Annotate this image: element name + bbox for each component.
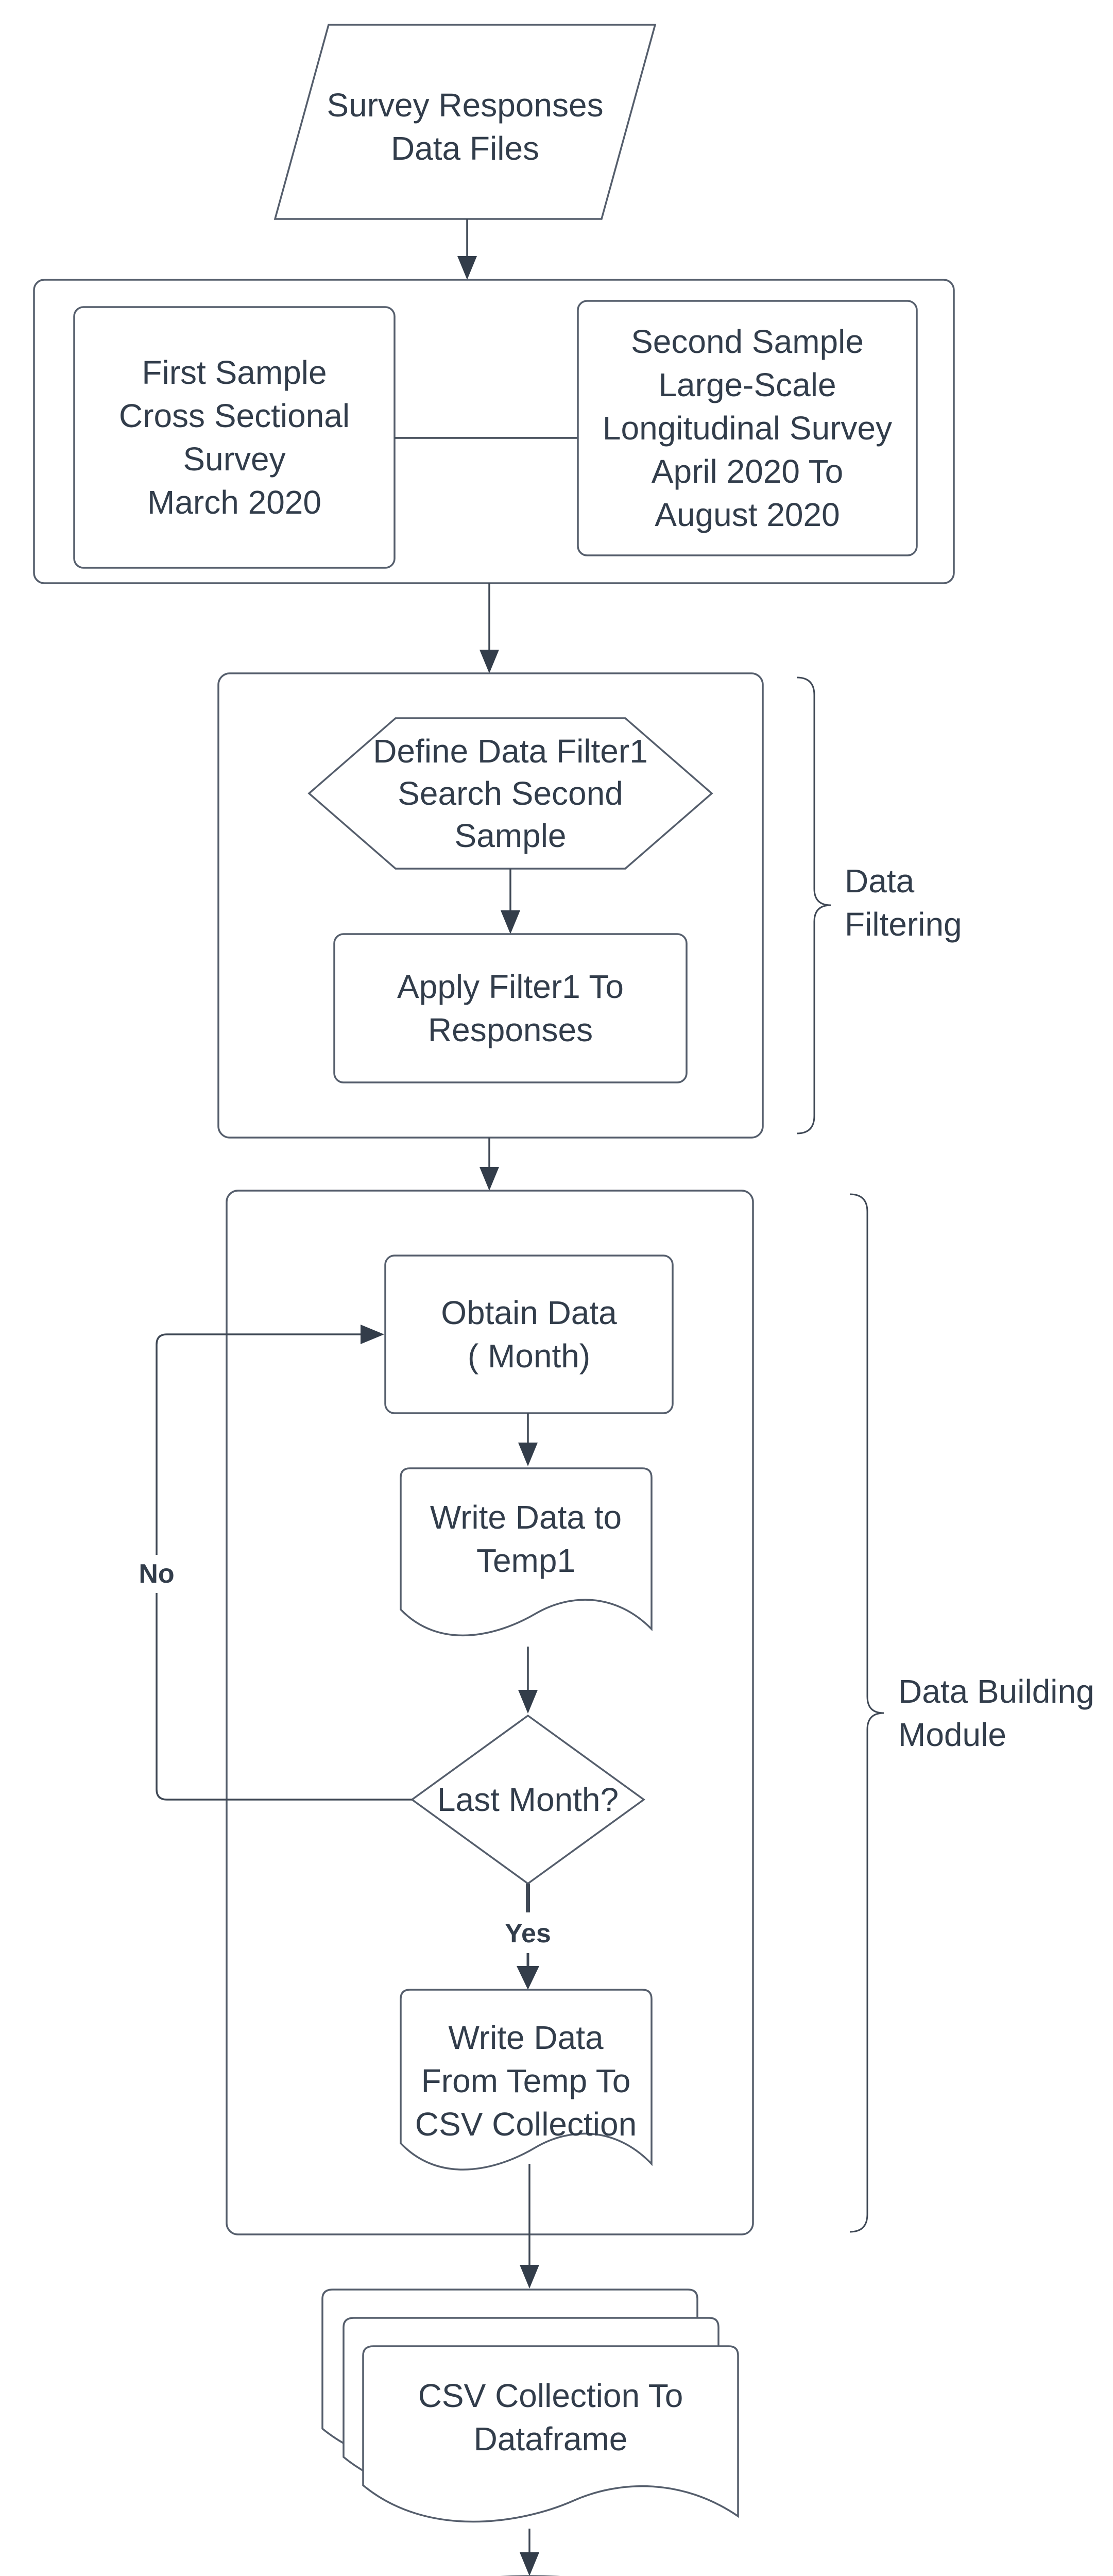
- obtain-data-node: Obtain Data ( Month): [384, 1255, 674, 1414]
- second-sample-node: Second Sample Large-Scale Longitudinal S…: [577, 300, 918, 556]
- data-building-text: Data Building: [898, 1673, 1094, 1710]
- data-building-group-label: Data Building Module: [849, 1193, 1094, 2233]
- yes-branch-connector: Yes: [493, 1884, 562, 1990]
- second-sample-shape: [577, 300, 918, 556]
- data-filtering-container-shape: [217, 672, 764, 1139]
- connector-temp-to-decision: [518, 1647, 538, 1714]
- csv-stack-label: CSV Collection To: [418, 2377, 683, 2414]
- yes-label: Yes: [505, 1919, 551, 1948]
- curly-brace-icon: [796, 676, 831, 1134]
- second-sample-label: April 2020 To: [652, 453, 843, 490]
- arrow-down-icon: [501, 910, 520, 934]
- survey-files-label: Data Files: [391, 130, 539, 167]
- curly-brace-icon: [849, 1193, 884, 2233]
- survey-files-label: Survey Responses: [327, 87, 603, 124]
- data-building-container: Obtain Data ( Month) Write Data to Temp1…: [226, 1190, 754, 2235]
- define-filter-node: Define Data Filter1 Search Second Sample: [307, 717, 713, 870]
- no-label: No: [139, 1559, 174, 1589]
- first-sample-node: First Sample Cross Sectional Survey Marc…: [73, 306, 396, 569]
- document-front-shape: [362, 2345, 739, 2523]
- arrow-down-icon: [518, 1690, 538, 1714]
- write-csv-label: Write Data: [448, 2019, 604, 2056]
- arrow-down-icon: [518, 1443, 538, 1466]
- survey-files-node: Survey Responses Data Files: [273, 24, 657, 220]
- second-sample-label: Large-Scale: [658, 366, 836, 403]
- first-sample-label: Survey: [183, 440, 285, 478]
- arrow-right-icon: [361, 1325, 384, 1344]
- define-filter-label: Define Data Filter1: [373, 733, 648, 770]
- apply-filter-shape: [333, 933, 688, 1083]
- hexagon-shape: [307, 717, 713, 870]
- no-branch-connector: No: [127, 1325, 412, 1801]
- obtain-data-label: ( Month): [468, 1337, 590, 1375]
- csv-stack-label: Dataframe: [474, 2420, 628, 2458]
- connector-stack-to-dataset: [520, 2529, 539, 2576]
- obtain-data-label: Obtain Data: [441, 1294, 617, 1331]
- connector-define-to-apply: [501, 869, 520, 934]
- data-filtering-text: Data: [845, 862, 915, 900]
- no-label-background: [127, 1555, 186, 1593]
- write-temp-node: Write Data to Temp1: [400, 1467, 653, 1636]
- yes-label-background: [493, 1914, 562, 1953]
- samples-container-shape: [33, 279, 955, 584]
- data-filtering-group-label: Data Filtering: [796, 676, 962, 1134]
- connector-building-to-stack: [520, 2164, 539, 2289]
- connector-samples-to-filtering: [480, 583, 499, 673]
- write-csv-node: Write Data From Temp To CSV Collection: [400, 1989, 653, 2171]
- connector-surveyfiles-to-samples: [457, 219, 477, 280]
- arrow-down-icon: [520, 2552, 539, 2576]
- csv-stack-node: CSV Collection To Dataframe: [321, 2289, 739, 2523]
- document-shape: [400, 1989, 653, 2171]
- define-filter-label: Sample: [455, 817, 567, 854]
- arrow-down-icon: [457, 256, 477, 280]
- apply-filter-label: Apply Filter1 To: [397, 968, 624, 1005]
- apply-filter-label: Responses: [428, 1011, 593, 1048]
- apply-filter-node: Apply Filter1 To Responses: [333, 933, 688, 1083]
- arrow-down-icon: [517, 1966, 539, 1990]
- document-shape: [400, 1467, 653, 1636]
- no-loop-path: [156, 1333, 412, 1801]
- data-building-text: Module: [898, 1716, 1006, 1753]
- data-filtering-container: Define Data Filter1 Search Second Sample…: [217, 672, 764, 1139]
- first-sample-label: March 2020: [147, 484, 321, 521]
- first-sample-label: Cross Sectional: [119, 397, 350, 434]
- last-month-decision-node: Last Month?: [410, 1714, 645, 1885]
- data-building-container-shape: [226, 1190, 754, 2235]
- write-temp-label: Write Data to: [430, 1499, 622, 1536]
- write-csv-label: CSV Collection: [415, 2106, 637, 2143]
- data-filtering-text: Filtering: [845, 906, 962, 943]
- arrow-down-icon: [480, 650, 499, 673]
- arrow-down-icon: [520, 2265, 539, 2289]
- samples-container: First Sample Cross Sectional Survey Marc…: [33, 279, 955, 584]
- arrow-down-icon: [480, 1167, 499, 1191]
- parallelogram-shape: [273, 24, 657, 220]
- write-temp-label: Temp1: [476, 1542, 575, 1579]
- second-sample-label: August 2020: [655, 496, 840, 533]
- last-month-label: Last Month?: [437, 1781, 619, 1818]
- connector-filtering-to-building: [480, 1138, 499, 1191]
- first-sample-shape: [73, 306, 396, 569]
- second-sample-label: Longitudinal Survey: [603, 410, 892, 447]
- define-filter-label: Search Second: [398, 775, 623, 812]
- first-sample-label: First Sample: [142, 354, 327, 391]
- second-sample-label: Second Sample: [631, 323, 864, 360]
- connector-obtain-to-temp: [518, 1413, 538, 1466]
- write-csv-label: From Temp To: [421, 2062, 631, 2099]
- obtain-data-shape: [384, 1255, 674, 1414]
